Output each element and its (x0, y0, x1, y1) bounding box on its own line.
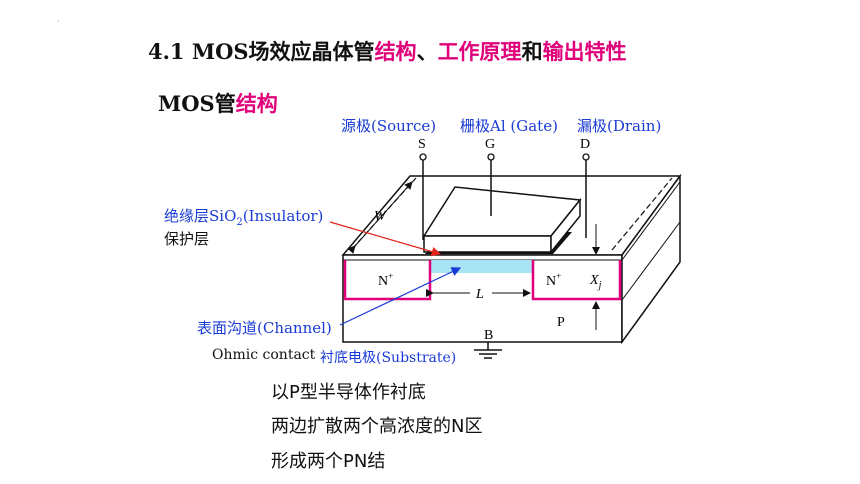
w-dimension-arrow (347, 181, 413, 254)
protect-label: 保护层 (164, 230, 210, 248)
drain-terminal (582, 153, 590, 161)
insulator-text: 绝缘层SiO (164, 207, 237, 225)
insulator-label: 绝缘层SiO2(Insulator) (164, 205, 323, 228)
terminal-b: B (484, 328, 493, 343)
right-layer-line-1 (621, 181, 681, 261)
channel-label: 表面沟道(Channel) (197, 319, 332, 337)
title-sep1: 、 (416, 39, 438, 64)
title-prefix: 4.1 MOS场效应晶体管 (148, 39, 375, 64)
source-label: 源极(Source) (341, 117, 437, 135)
subtitle-prefix: MOS管 (158, 91, 236, 116)
source-terminal (419, 153, 427, 161)
bullet-2: 两边扩散两个高浓度的N区 (271, 416, 483, 437)
slide-title: 4.1 MOS场效应晶体管结构、工作原理和输出特性 (148, 36, 627, 66)
terminal-d: D (580, 137, 590, 152)
channel-region (430, 260, 533, 273)
insulator-text-en: (Insulator) (242, 207, 324, 225)
gate-front-face (423, 235, 552, 253)
insulator-pointer (329, 221, 442, 257)
ohmic-label: Ohmic contact (212, 347, 316, 363)
corner-mark: · (57, 17, 60, 26)
gate-terminal (487, 153, 495, 161)
terminal-s: S (418, 137, 426, 152)
drain-label: 漏极(Drain) (577, 117, 662, 135)
n-plus-right-label: N+ (546, 271, 561, 289)
terminal-g: G (485, 137, 495, 152)
n-plus-left-region (343, 260, 432, 301)
substrate-label: 衬底电极(Substrate) (320, 350, 457, 366)
title-sep2: 和 (521, 39, 543, 64)
p-label: P (557, 315, 565, 330)
subtitle-highlight: 结构 (235, 91, 278, 116)
right-layer-line-2 (621, 221, 681, 301)
l-label: L (475, 287, 484, 302)
gate-side-face (550, 197, 581, 255)
bullet-3: 形成两个PN结 (271, 451, 386, 472)
channel-pointer (339, 267, 462, 326)
slide-subtitle: MOS管结构 (158, 88, 278, 118)
gate-label: 栅极Al (Gate) (460, 117, 558, 135)
substrate-right-face (621, 173, 681, 345)
n-plus-right-region (531, 260, 622, 301)
protect-layer-right-edge (611, 177, 673, 251)
n-plus-left-label: N+ (378, 271, 393, 289)
title-principle: 工作原理 (437, 39, 522, 64)
bullet-1: 以P型半导体作衬底 (271, 382, 426, 403)
w-label: W (374, 209, 387, 224)
insulator-sub: 2 (236, 217, 243, 228)
xj-label: Xj (589, 273, 602, 291)
title-structure: 结构 (374, 39, 417, 64)
title-output: 输出特性 (542, 39, 627, 64)
